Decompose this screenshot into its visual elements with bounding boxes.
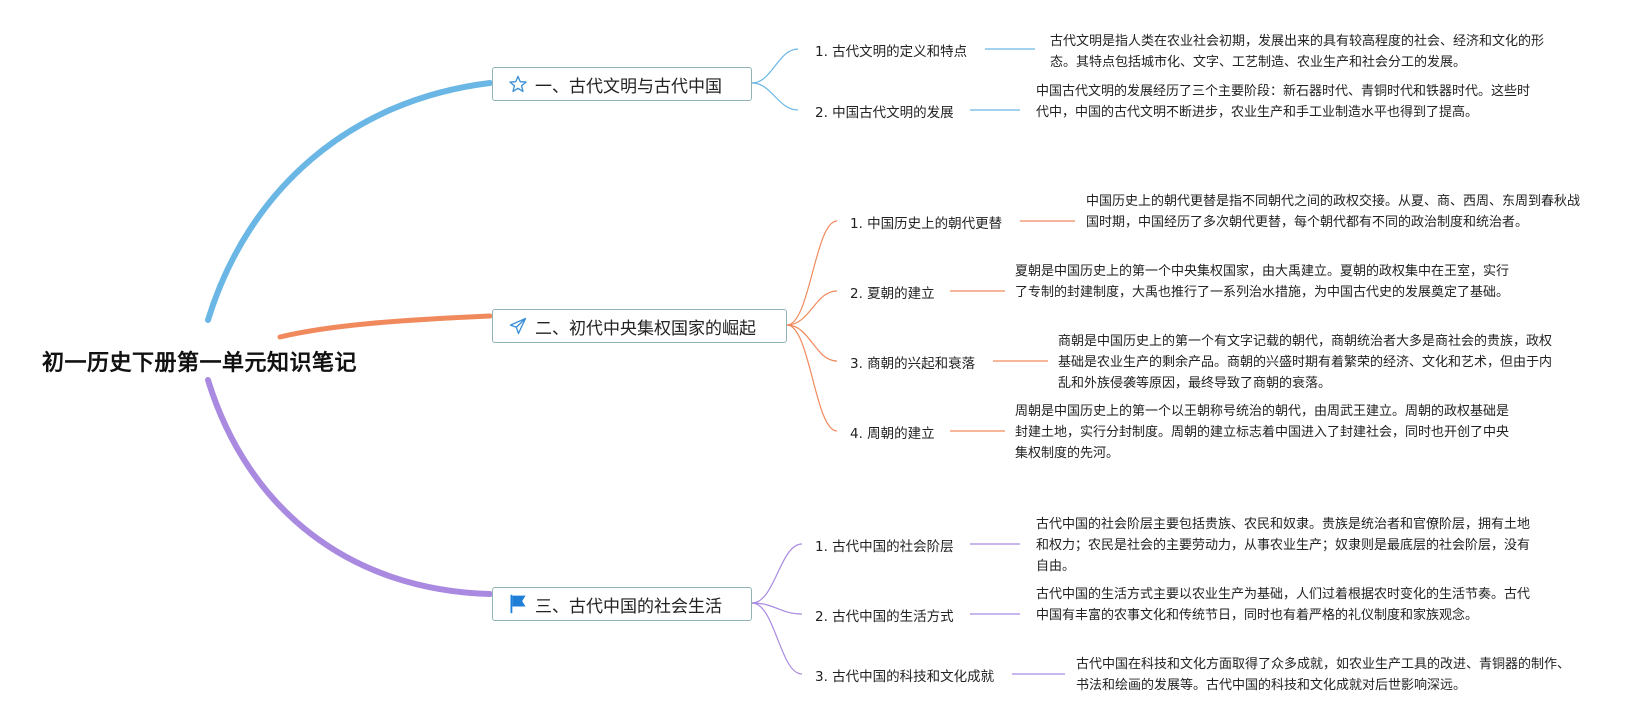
topic-1-2[interactable]: 2. 中国古代文明的发展 bbox=[815, 105, 954, 121]
topic-2-3[interactable]: 3. 商朝的兴起和衰落 bbox=[850, 356, 976, 372]
root-connector-1 bbox=[205, 80, 493, 323]
branch-3[interactable]: 三、古代中国的社会生活 bbox=[492, 587, 752, 621]
branch3-connector-3 bbox=[751, 602, 803, 675]
branch2-connector-4 bbox=[786, 324, 838, 432]
branch-1-title: 一、古代文明与古代中国 bbox=[535, 76, 722, 97]
branch-2[interactable]: 二、初代中央集权国家的崛起 bbox=[492, 309, 787, 343]
topic-3-2[interactable]: 2. 古代中国的生活方式 bbox=[815, 609, 954, 625]
topic-3-1[interactable]: 1. 古代中国的社会阶层 bbox=[815, 539, 954, 555]
root-connector-2 bbox=[277, 313, 493, 340]
note-3-1: 古代中国的社会阶层主要包括贵族、农民和奴隶。贵族是统治者和官僚阶层，拥有土地和权… bbox=[1036, 517, 1531, 574]
topic-3-3[interactable]: 3. 古代中国的科技和文化成就 bbox=[815, 669, 995, 685]
branch-3-title: 三、古代中国的社会生活 bbox=[535, 596, 722, 617]
branch2-connector-3 bbox=[786, 324, 838, 362]
note-1-1: 古代文明是指人类在农业社会初期，发展出来的具有较高程度的社会、经济和文化的形态。… bbox=[1050, 34, 1545, 70]
topic-2-1[interactable]: 1. 中国历史上的朝代更替 bbox=[850, 216, 1003, 232]
branch1-connector-1 bbox=[751, 48, 799, 84]
branch2-connector-1 bbox=[786, 220, 838, 326]
note-1-2: 中国古代文明的发展经历了三个主要阶段：新石器时代、青铜时代和铁器时代。这些时代中… bbox=[1036, 84, 1531, 120]
note-3-3: 古代中国在科技和文化方面取得了众多成就，如农业生产工具的改进、青铜器的制作、书法… bbox=[1076, 657, 1571, 693]
send-icon bbox=[507, 315, 529, 337]
topic-1-1[interactable]: 1. 古代文明的定义和特点 bbox=[815, 44, 968, 60]
branch3-connector-2 bbox=[751, 602, 803, 615]
branch-1[interactable]: 一、古代文明与古代中国 bbox=[492, 67, 752, 101]
topic-2-4[interactable]: 4. 周朝的建立 bbox=[850, 426, 935, 442]
note-3-2: 古代中国的生活方式主要以农业生产为基础，人们过着根据农时变化的生活节奏。古代中国… bbox=[1036, 587, 1531, 623]
root-connector-3 bbox=[205, 377, 493, 597]
branch3-connector-1 bbox=[751, 543, 803, 604]
note-2-3: 商朝是中国历史上的第一个有文字记载的朝代，商朝统治者大多是商社会的贵族，政权基础… bbox=[1058, 334, 1553, 391]
root-title[interactable]: 初一历史下册第一单元知识笔记 bbox=[42, 351, 358, 376]
star-icon bbox=[507, 73, 529, 95]
branch1-connector-2 bbox=[751, 82, 799, 111]
note-2-4: 周朝是中国历史上的第一个以王朝称号统治的朝代，由周武王建立。周朝的政权基础是封建… bbox=[1015, 404, 1510, 461]
note-2-2: 夏朝是中国历史上的第一个中央集权国家，由大禹建立。夏朝的政权集中在王室，实行了专… bbox=[1015, 264, 1510, 300]
note-2-1: 中国历史上的朝代更替是指不同朝代之间的政权交接。从夏、商、西周、东周到春秋战国时… bbox=[1086, 194, 1581, 230]
branch-2-title: 二、初代中央集权国家的崛起 bbox=[535, 318, 756, 339]
flag-icon bbox=[507, 593, 529, 615]
branch2-connector-2 bbox=[786, 290, 838, 326]
topic-2-2[interactable]: 2. 夏朝的建立 bbox=[850, 286, 935, 302]
